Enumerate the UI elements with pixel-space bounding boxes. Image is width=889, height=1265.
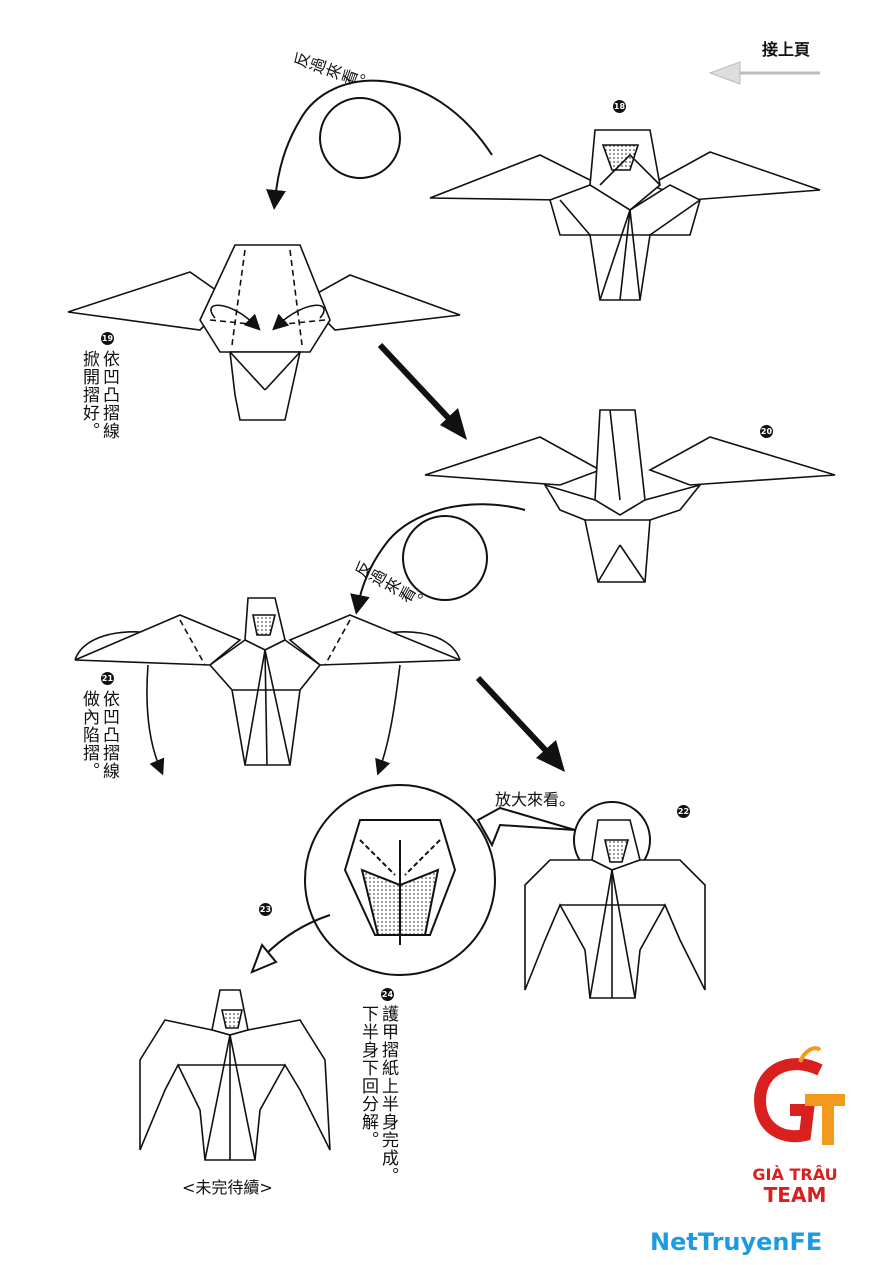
team-logo-line-1: GIÀ TRÂU <box>752 1165 838 1184</box>
step-24-figure <box>139 989 331 1161</box>
zoom-detail <box>304 784 651 976</box>
step-18-figure <box>429 129 821 301</box>
continue-arrow-icon <box>708 61 820 85</box>
zoom-label: 放大來看。 <box>495 790 576 809</box>
step-24-line-1: 護甲摺紙上半身完成。 <box>378 1005 398 1185</box>
step-20-figure <box>424 409 836 583</box>
step-18-number: 18 <box>613 100 626 113</box>
step-24-line-2: 下半身下回分解。 <box>358 1005 378 1149</box>
step-22-figure <box>524 819 706 999</box>
step-20-number: 20 <box>760 425 773 438</box>
next-step-arrow-2 <box>475 675 565 772</box>
step-19-figure <box>67 244 461 421</box>
site-watermark: NetTruyenFE <box>650 1228 823 1256</box>
team-logo-line-2: TEAM <box>763 1183 827 1207</box>
step-19-line-1: 依凹凸摺線 <box>99 350 119 440</box>
step-24-number: 24 <box>381 988 394 1001</box>
to-be-continued: <未完待續> <box>182 1178 273 1197</box>
team-logo <box>753 1046 845 1145</box>
step-23-number: 23 <box>259 903 272 916</box>
continued-label: 接上頁 <box>762 40 811 59</box>
step-21-number: 21 <box>101 672 114 685</box>
step-22-number: 22 <box>677 805 690 818</box>
step-21-line-2: 做內陷摺。 <box>79 690 99 780</box>
next-step-arrow-1 <box>377 342 467 440</box>
step-21-line-1: 依凹凸摺線 <box>99 690 119 780</box>
step-21-figure <box>74 597 461 776</box>
step-19-line-2: 掀開摺好。 <box>79 350 99 440</box>
flip-arrow-1 <box>266 79 493 210</box>
step-19-number: 19 <box>101 332 114 345</box>
hollow-arrow <box>250 914 331 974</box>
flip-arrow-2 <box>350 503 526 615</box>
